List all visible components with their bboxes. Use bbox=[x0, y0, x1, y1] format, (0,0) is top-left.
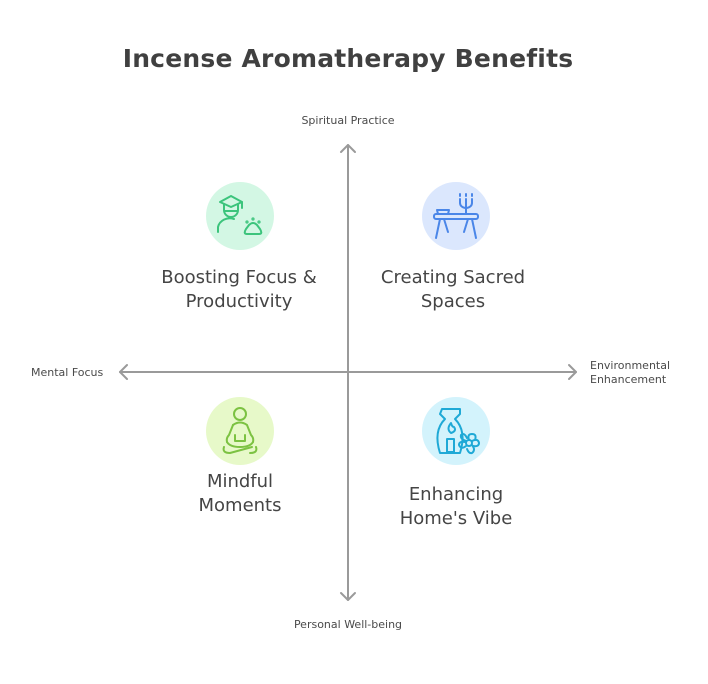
quadrant-label-line1: Mindful bbox=[206, 471, 274, 492]
quadrant-label-line2: Spaces bbox=[420, 291, 486, 312]
axis-label-bottom: Personal Well-being bbox=[293, 618, 403, 631]
arrow-right-icon bbox=[568, 364, 577, 380]
quadrant-label-line2: Moments bbox=[198, 495, 282, 516]
arrow-up-icon bbox=[340, 144, 356, 153]
quadrant-label-top-left: Boosting Focus & Productivity bbox=[129, 266, 349, 314]
axis-label-right-line1: Environmental bbox=[590, 359, 671, 372]
graduate-with-paw-icon bbox=[217, 195, 263, 235]
quadrant-icon-circle-bottom-right bbox=[422, 397, 490, 465]
diagram-title: Incense Aromatherapy Benefits bbox=[122, 44, 574, 73]
arrow-down-icon bbox=[340, 592, 356, 601]
meditation-icon bbox=[222, 407, 258, 454]
quadrant-icon-circle-bottom-left bbox=[206, 397, 274, 465]
arrow-left-icon bbox=[119, 364, 128, 380]
quadrant-label-line1: Enhancing bbox=[408, 484, 504, 505]
quadrant-label-line1: Creating Sacred bbox=[380, 267, 526, 288]
oil-burner-flower-icon bbox=[436, 408, 480, 455]
quadrant-label-line2: Productivity bbox=[185, 291, 293, 312]
quadrant-label-line1: Boosting Focus & bbox=[161, 267, 317, 288]
quadrant-label-bottom-left: Mindful Moments bbox=[130, 470, 350, 518]
altar-table-icon bbox=[433, 193, 479, 239]
axis-label-top: Spiritual Practice bbox=[301, 114, 395, 127]
quadrant-label-line2: Home's Vibe bbox=[399, 508, 513, 529]
quadrant-icon-circle-top-left bbox=[206, 182, 274, 250]
axis-label-right-line2: Enhancement bbox=[590, 373, 667, 386]
quadrant-icon-circle-top-right bbox=[422, 182, 490, 250]
axis-label-left: Mental Focus bbox=[31, 366, 104, 379]
quadrant-label-bottom-right: Enhancing Home's Vibe bbox=[346, 483, 566, 531]
axis-label-right: Environmental Enhancement bbox=[590, 359, 670, 387]
quadrant-label-top-right: Creating Sacred Spaces bbox=[343, 266, 563, 314]
